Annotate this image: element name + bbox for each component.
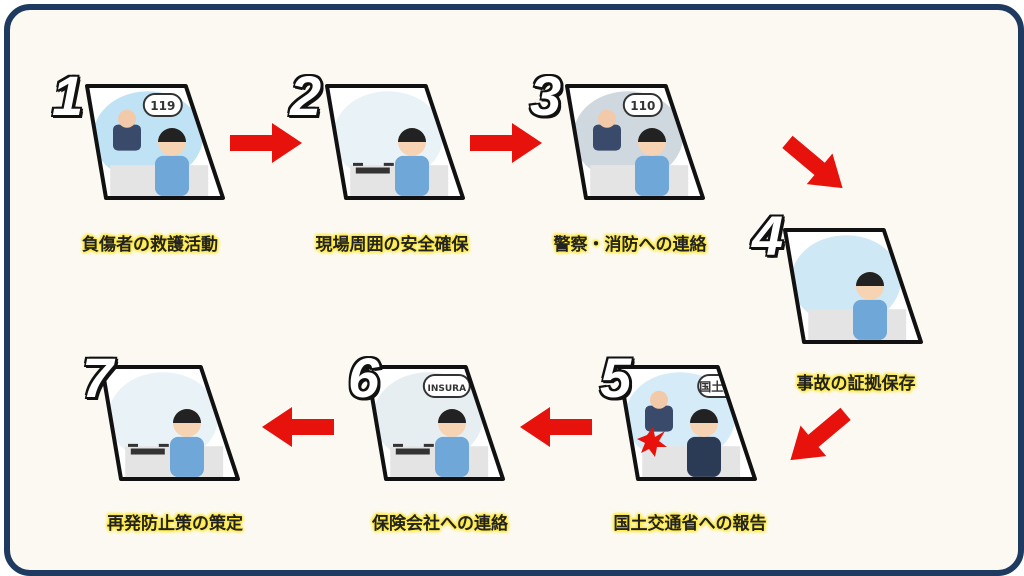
person-icon (395, 128, 429, 196)
person-icon (155, 128, 189, 196)
step-4-illustration (783, 228, 923, 348)
bubble-text: INSURA (428, 384, 467, 394)
step-number: 1 (50, 64, 84, 127)
vehicle-icon (113, 109, 141, 151)
step-number: 7 (80, 346, 114, 409)
speech-bubble: 119 (142, 93, 183, 117)
flow-arrow-icon (780, 407, 856, 463)
speech-bubble: 国土交 (697, 374, 738, 398)
person-icon (853, 272, 887, 340)
speech-bubble: 110 (622, 93, 663, 117)
step-5-illustration: 国土交 (617, 365, 757, 485)
step-label: 警察・消防への連絡 (553, 235, 707, 255)
step-number: 6 (346, 346, 380, 409)
step-2-illustration (325, 84, 465, 204)
bubble-text: 119 (150, 99, 175, 113)
flow-arrow-icon (468, 121, 544, 169)
vehicle-icon (593, 109, 621, 151)
step-number: 3 (528, 64, 562, 127)
step-number: 4 (750, 204, 784, 267)
flow-arrow-icon (228, 121, 304, 169)
step-label: 再発防止策の策定 (107, 514, 243, 534)
step-label: 負傷者の救護活動 (82, 235, 218, 255)
flow-arrow-icon (260, 405, 336, 453)
step-label: 現場周囲の安全確保 (315, 235, 469, 255)
drone-icon (128, 443, 169, 455)
person-icon (435, 409, 469, 477)
step-label: 事故の証拠保存 (796, 374, 916, 394)
step-3-illustration: 110 (565, 84, 705, 204)
step-number: 2 (288, 64, 322, 127)
collision-burst-icon (637, 427, 667, 457)
step-7-illustration (100, 365, 240, 485)
speech-bubble: INSURA (422, 374, 471, 398)
bubble-text: 国土交 (699, 379, 735, 394)
person-icon (687, 409, 721, 477)
drone-icon (353, 162, 394, 174)
step-label: 保険会社への連絡 (372, 514, 508, 534)
person-icon (635, 128, 669, 196)
drone-icon (393, 443, 434, 455)
flow-arrow-icon (518, 405, 594, 453)
flow-arrow-icon (777, 135, 853, 191)
step-number: 5 (598, 346, 632, 409)
step-1-illustration: 119 (85, 84, 225, 204)
step-label: 国土交通省への報告 (613, 514, 767, 534)
vehicle-icon (645, 390, 673, 432)
step-6-illustration: INSURA (365, 365, 505, 485)
bubble-text: 110 (630, 99, 655, 113)
person-icon (170, 409, 204, 477)
